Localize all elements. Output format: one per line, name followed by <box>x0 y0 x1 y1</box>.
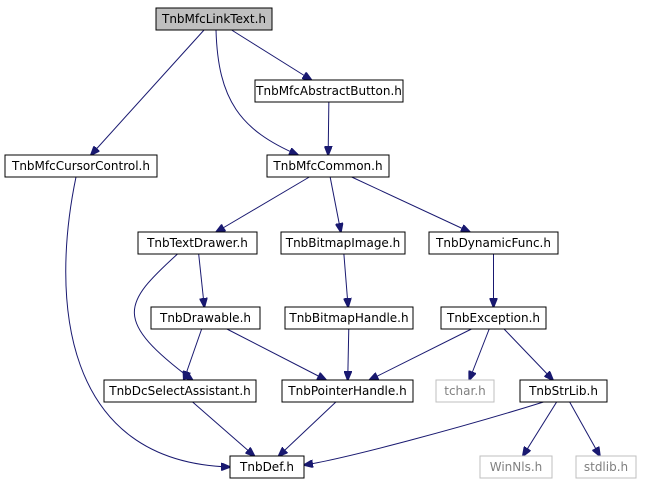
node-box <box>254 79 404 103</box>
node-pointer[interactable]: TnbPointerHandle.h <box>281 379 414 403</box>
node-box <box>281 379 414 403</box>
edge-exception-to-pointer <box>370 328 472 380</box>
node-box <box>575 455 637 479</box>
node-label: TnbTextDrawer.h <box>146 236 248 250</box>
edge-drawable-to-pointer <box>226 328 326 380</box>
edge-exception-to-strlib <box>503 328 553 380</box>
edge-strlib-to-winnls <box>523 401 558 456</box>
node-box <box>150 306 261 330</box>
node-label: TnbMfcAbstractButton.h <box>255 84 402 98</box>
node-cursor[interactable]: TnbMfcCursorControl.h <box>4 154 158 178</box>
edge-common-to-dynfunc <box>351 176 470 232</box>
node-label: tchar.h <box>444 384 486 398</box>
node-box <box>440 306 547 330</box>
edge-root-to-abstract <box>231 29 312 80</box>
node-box <box>479 455 553 479</box>
node-label: TnbDrawable.h <box>159 311 251 325</box>
edge-textdrawer-to-dcselect <box>133 253 192 380</box>
node-textdrawer[interactable]: TnbTextDrawer.h <box>137 231 258 255</box>
node-box <box>266 154 390 178</box>
node-tchar: tchar.h <box>435 379 495 403</box>
node-box <box>137 231 258 255</box>
edge-root-to-cursor <box>91 29 205 155</box>
node-label: TnbMfcCursorControl.h <box>11 159 150 173</box>
edge-textdrawer-to-drawable <box>198 253 205 307</box>
edge-common-to-textdrawer <box>216 176 310 232</box>
node-box <box>519 379 608 403</box>
node-box <box>229 455 305 479</box>
edge-cursor-to-def <box>65 176 230 467</box>
node-label: TnbDynamicFunc.h <box>435 236 551 250</box>
node-label: TnbStrLib.h <box>528 384 598 398</box>
node-common[interactable]: TnbMfcCommon.h <box>266 154 390 178</box>
node-label: TnbDef.h <box>239 460 294 474</box>
edge-bitmapimage-to-bitmaphandle <box>343 253 348 307</box>
edge-exception-to-tchar <box>469 328 490 380</box>
edge-abstract-to-common <box>328 101 329 155</box>
node-label: TnbMfcLinkText.h <box>161 12 266 26</box>
node-box <box>155 7 273 31</box>
node-label: TnbDcSelectAssistant.h <box>108 384 251 398</box>
node-exception[interactable]: TnbException.h <box>440 306 547 330</box>
node-label: stdlib.h <box>584 460 628 474</box>
node-dcselect[interactable]: TnbDcSelectAssistant.h <box>103 379 257 403</box>
edge-root-to-common <box>215 29 298 155</box>
node-label: WinNls.h <box>490 460 543 474</box>
node-box <box>103 379 257 403</box>
edge-bitmaphandle-to-pointer <box>348 328 349 380</box>
node-box <box>284 306 414 330</box>
node-label: TnbPointerHandle.h <box>287 384 406 398</box>
edge-strlib-to-def <box>304 401 544 465</box>
node-label: TnbMfcCommon.h <box>272 159 382 173</box>
node-strlib[interactable]: TnbStrLib.h <box>519 379 608 403</box>
node-def[interactable]: TnbDef.h <box>229 455 305 479</box>
edge-strlib-to-stdlib <box>569 401 600 456</box>
node-winnls: WinNls.h <box>479 455 553 479</box>
node-label: TnbException.h <box>446 311 540 325</box>
edge-pointer-to-def <box>279 401 337 456</box>
node-abstract[interactable]: TnbMfcAbstractButton.h <box>254 79 404 103</box>
node-box <box>435 379 495 403</box>
node-drawable[interactable]: TnbDrawable.h <box>150 306 261 330</box>
node-box <box>4 154 158 178</box>
edge-dcselect-to-def <box>192 401 255 456</box>
node-bitmapimage[interactable]: TnbBitmapImage.h <box>280 231 406 255</box>
node-root[interactable]: TnbMfcLinkText.h <box>155 7 273 31</box>
node-box <box>428 231 559 255</box>
edge-common-to-bitmapimage <box>329 176 341 232</box>
node-label: TnbBitmapHandle.h <box>288 311 408 325</box>
edge-drawable-to-dcselect <box>184 328 203 380</box>
node-bitmaphandle[interactable]: TnbBitmapHandle.h <box>284 306 414 330</box>
node-box <box>280 231 406 255</box>
node-label: TnbBitmapImage.h <box>285 236 401 250</box>
node-dynfunc[interactable]: TnbDynamicFunc.h <box>428 231 559 255</box>
node-stdlib: stdlib.h <box>575 455 637 479</box>
